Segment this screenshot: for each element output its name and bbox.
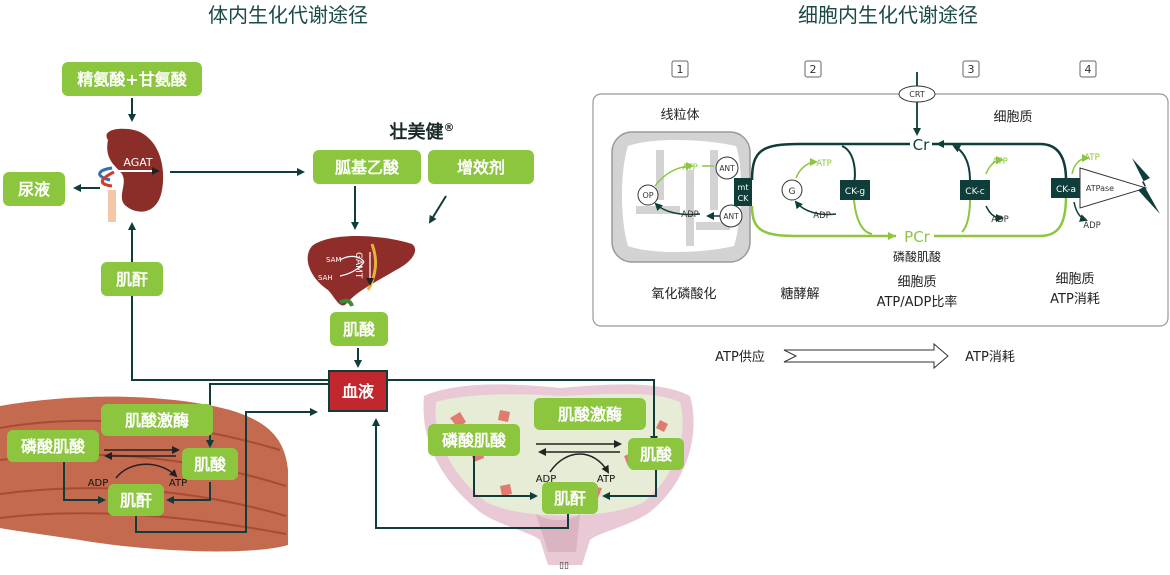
atpase-shape: ATPase (1079, 167, 1148, 209)
creatinine-kidney-box: 肌酐 (101, 262, 163, 296)
ckg-atp-label: ATP (816, 159, 831, 169)
mtck-label-1: mt (738, 183, 749, 192)
crt-transporter: CRT (898, 85, 936, 103)
sah-label: SAH (318, 274, 333, 282)
organ-adp-label: ADP (536, 474, 557, 485)
mito-label: 线粒体 (660, 108, 699, 123)
muscle-atp-label: ATP (169, 478, 187, 489)
mtck-label-2: CK (738, 194, 750, 203)
organ-footnote: ▯▯ (559, 561, 569, 571)
brand-mark: ® (444, 121, 455, 134)
agat-label: AGAT (123, 156, 153, 169)
step-4: 4 (1079, 60, 1097, 78)
step-2: 2 (804, 60, 822, 78)
muscle-ck-box: 肌酸激酶 (101, 404, 213, 436)
blood-box: 血液 (328, 370, 388, 412)
g-label: G (789, 187, 796, 197)
step-1-label: 1 (677, 63, 684, 76)
creatinine-kidney-label: 肌酐 (116, 270, 148, 289)
blood-label: 血液 (342, 382, 375, 401)
cka-label: CK-a (1056, 185, 1076, 195)
urine-box: 尿液 (3, 172, 65, 206)
organ-atp-label: ATP (597, 474, 615, 485)
arg-gly-box: 精氨酸+甘氨酸 (62, 62, 202, 96)
organ-crn-label: 肌酐 (554, 489, 586, 508)
cyto-consume-label-1: 细胞质 (1055, 272, 1094, 287)
muscle-crn-label: 肌酐 (120, 491, 152, 510)
step-1: 1 (671, 60, 689, 78)
organ-crn-box: 肌酐 (542, 482, 598, 514)
atp-supply-label: ATP供应 (715, 349, 765, 365)
mtck-box: mt CK (734, 178, 752, 206)
supply-consume-arrow (783, 342, 949, 370)
creatine-liver-label: 肌酸 (343, 320, 376, 339)
lightning-icon (1132, 158, 1160, 214)
gaa-box: 胍基乙酸 (313, 150, 421, 184)
left-title: 体内生化代谢途径 (208, 3, 368, 27)
ckg-box: CK-g (840, 180, 870, 200)
organ-pcr-box: 磷酸肌酸 (428, 424, 520, 456)
atpase-label: ATPase (1086, 184, 1114, 193)
ant-2: ANT (719, 204, 743, 228)
muscle-adp-label: ADP (88, 478, 109, 489)
cyto-ratio-label-1: 细胞质 (897, 275, 936, 290)
ant-1-label: ANT (719, 164, 735, 173)
cell-frame (592, 93, 1169, 327)
muscle-crn-box: 肌酐 (108, 484, 164, 516)
pcr-cn-label: 磷酸肌酸 (893, 249, 941, 264)
mitochondrion-image (611, 131, 751, 263)
ckg-adp-label: ADP (813, 211, 831, 221)
arg-gly-label: 精氨酸+甘氨酸 (77, 70, 187, 89)
kidney-image: AGAT (98, 128, 164, 222)
right-title: 细胞内生化代谢途径 (798, 3, 978, 27)
ckc-adp-label: ADP (991, 215, 1009, 225)
gamt-label: GAMT (353, 252, 363, 279)
urine-label: 尿液 (18, 180, 51, 199)
step-3: 3 (962, 60, 980, 78)
creatine-liver-box: 肌酸 (330, 312, 388, 346)
muscle-cr-box: 肌酸 (182, 448, 238, 480)
atp-consume-label: ATP消耗 (965, 350, 1015, 365)
muscle-pcr-label: 磷酸肌酸 (21, 437, 86, 456)
mito-adp-label: ADP (681, 210, 699, 220)
gaa-label: 胍基乙酸 (335, 158, 400, 177)
organ-ck-label: 肌酸激酶 (558, 405, 622, 424)
cyto-ratio-label-2: ATP/ADP比率 (877, 294, 958, 310)
organ-cr-label: 肌酸 (640, 445, 673, 464)
ckc-box: CK-c (960, 180, 990, 200)
muscle-cr-label: 肌酸 (194, 455, 227, 474)
liver-image: SAM SAH GAMT (307, 236, 416, 307)
ckc-atp-label: ATP (992, 157, 1007, 167)
pcr-label: PCr (904, 228, 931, 246)
ant-2-label: ANT (723, 212, 739, 221)
brand-name: 壮美健® (390, 121, 455, 143)
ckc-label: CK-c (965, 187, 984, 197)
op-label: OP (642, 191, 653, 200)
op-circle: OP (637, 184, 659, 206)
cytoplasm-label: 细胞质 (993, 110, 1032, 125)
synergist-label: 增效剂 (457, 158, 505, 177)
muscle-pcr-box: 磷酸肌酸 (7, 430, 99, 462)
organ-cr-box: 肌酸 (628, 438, 684, 470)
ckg-label: CK-g (845, 187, 865, 197)
oxphos-label: 氧化磷酸化 (651, 287, 716, 302)
ant-1: ANT (715, 156, 739, 180)
muscle-ck-label: 肌酸激酶 (125, 411, 189, 430)
synergist-box: 增效剂 (428, 150, 534, 184)
organ-pcr-label: 磷酸肌酸 (442, 431, 507, 450)
cr-label: Cr (913, 136, 930, 154)
cyto-consume-label-2: ATP消耗 (1050, 292, 1100, 307)
cka-box: CK-a (1051, 178, 1081, 198)
mito-atp-label: ATP (682, 163, 697, 173)
organ-ck-box: 肌酸激酶 (534, 398, 646, 430)
g-circle: G (781, 179, 803, 201)
cka-atp-label: ATP (1084, 153, 1099, 163)
step-2-label: 2 (810, 63, 817, 76)
step-4-label: 4 (1085, 63, 1092, 76)
glycolysis-label: 糖酵解 (780, 286, 819, 302)
step-3-label: 3 (968, 63, 975, 76)
crt-label: CRT (909, 90, 925, 99)
sam-label: SAM (326, 256, 341, 264)
cka-adp-label: ADP (1083, 221, 1101, 231)
